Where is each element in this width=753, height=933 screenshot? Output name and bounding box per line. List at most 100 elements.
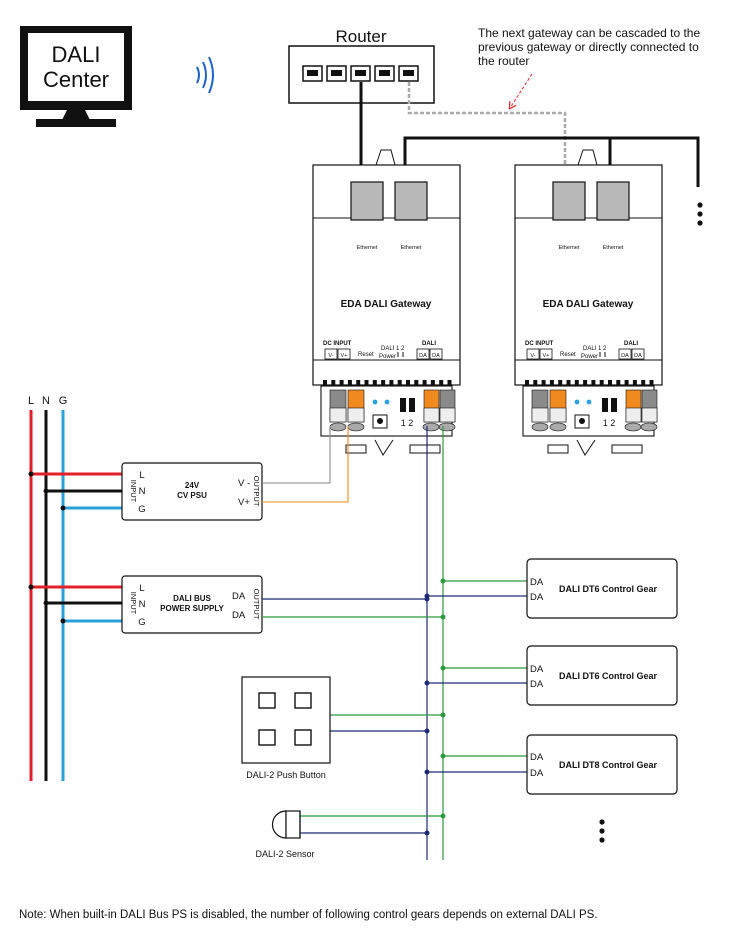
ethernet-port-1 (350, 181, 384, 221)
led-indicator (372, 399, 378, 405)
vent-tooth (414, 380, 419, 386)
one-two-label: 1 2 (396, 346, 405, 352)
switch-mini-icon (599, 352, 606, 357)
vent-tooth (566, 380, 571, 386)
dali-power-label: DALI (381, 346, 395, 352)
mains-junctions (28, 471, 66, 624)
bus-ps-title-1: DALI BUS (173, 594, 211, 603)
sensor-icon (271, 810, 301, 839)
wifi-icon (196, 56, 214, 94)
control-gear-3 (526, 734, 678, 795)
vent-tooth (533, 380, 538, 386)
psu-v-minus: V - (238, 478, 250, 489)
mains-label-n: N (42, 395, 50, 407)
terminal-screw (531, 422, 549, 432)
din-clip-bottom (576, 439, 596, 456)
vent-tooth (558, 380, 563, 386)
terminal-slot (423, 407, 440, 423)
reset-label: Reset (358, 352, 374, 358)
switch-labels: 1 2 (401, 418, 414, 428)
cascade-more-dots-icon (697, 202, 703, 226)
vent-tooth (549, 380, 554, 386)
more-gears-dots-icon (599, 819, 605, 843)
psu-title-1: 24V (185, 481, 200, 490)
vent-tooth (641, 380, 646, 386)
one-two-label: 1 2 (598, 346, 607, 352)
vent-tooth (591, 380, 596, 386)
push-button-icon (241, 676, 331, 764)
ethernet-label: Ethernet (401, 245, 422, 251)
ethernet-label: Ethernet (603, 245, 624, 251)
dali-power-label: Power (379, 354, 396, 360)
vent-tooth (323, 380, 327, 386)
terminal-screw (422, 422, 440, 432)
dali-bus-junctions (424, 578, 446, 836)
v-minus-box (526, 348, 540, 360)
gear1-da1: DA (530, 577, 544, 588)
vent-tooth (616, 380, 621, 386)
sensor-label: DALI-2 Sensor (255, 849, 314, 859)
cascade-note-line1: The next gateway can be cascaded to the (478, 26, 700, 40)
mains-wires (29, 410, 122, 781)
gear2-label: DALI DT6 Control Gear (559, 671, 658, 681)
reset-button-dot (579, 418, 585, 424)
terminal-slot (439, 407, 456, 423)
v-minus-box (324, 348, 338, 360)
gateway-title: EDA DALI Gateway (543, 299, 634, 310)
da-label: DA (621, 353, 629, 359)
dc-input-label: DC INPUT (525, 341, 554, 347)
ethernet-label: Ethernet (357, 245, 378, 251)
terminal-slot (347, 407, 365, 423)
dali-bus-ps-box (121, 575, 263, 634)
gateway-body (514, 164, 663, 386)
ethernet-port-1 (552, 181, 586, 221)
led-indicator (586, 399, 592, 405)
da-label: DA (419, 353, 427, 359)
router-icon (288, 45, 435, 104)
vent-tooth (331, 380, 336, 386)
ethernet-port-2 (596, 181, 630, 221)
vent-tooth (624, 380, 629, 386)
bus-ps-g: G (138, 617, 145, 628)
terminal-slot (329, 407, 347, 423)
dip-switch (611, 398, 617, 412)
dali-label: DALI (624, 341, 638, 347)
bus-ps-output-label: OUTPUT (252, 589, 261, 620)
dip-switch (409, 398, 415, 412)
dali-label: DALI (422, 341, 436, 347)
control-gear-2 (526, 645, 678, 706)
vent-tooth (525, 380, 529, 386)
dip-switch (602, 398, 608, 412)
din-clip-top (577, 149, 598, 166)
reset-button-dot (377, 418, 383, 424)
vent-tooth (608, 380, 612, 386)
cascade-arrow (510, 73, 533, 108)
ethernet-port-2 (394, 181, 428, 221)
gear2-da2: DA (530, 679, 544, 690)
gear1-label: DALI DT6 Control Gear (559, 584, 658, 594)
vent-tooth (347, 380, 352, 386)
cv-psu-box (121, 462, 263, 521)
psu-input-label: INPUT (129, 480, 138, 503)
terminal-screw (640, 422, 658, 432)
din-clip-bottom (409, 444, 441, 454)
terminal-screw (624, 422, 642, 432)
terminal-slot (625, 407, 642, 423)
din-clip-top (375, 149, 396, 166)
psu-output-label: OUTPUT (252, 476, 261, 507)
v-plus-box (539, 348, 553, 360)
v-plus-box (337, 348, 351, 360)
vent-tooth (372, 380, 377, 386)
router-title: Router (335, 27, 386, 46)
da-label: DA (634, 353, 642, 359)
bus-ps-title-2: POWER SUPPLY (160, 604, 224, 613)
da-box (429, 348, 443, 360)
v-plus-label: V+ (543, 353, 550, 359)
v-minus-label: V- (530, 353, 535, 359)
din-clip-bottom (547, 444, 569, 454)
vent-tooth (422, 380, 427, 386)
vent-tooth (541, 380, 546, 386)
dali-bus-wires (262, 426, 527, 860)
gear3-da1: DA (530, 752, 544, 763)
